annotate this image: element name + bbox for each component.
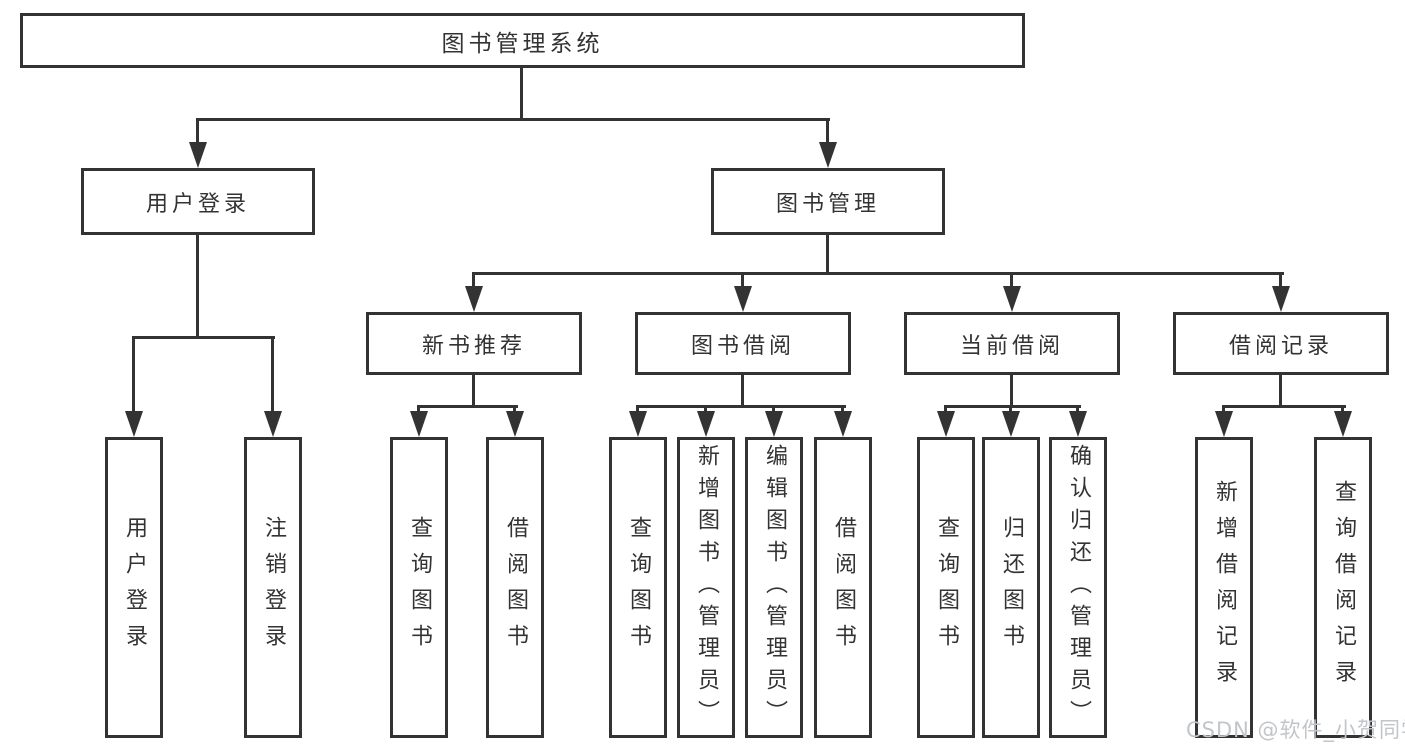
connector-newbook-stem [472,375,475,408]
arrow-down-icon [410,411,428,437]
leaf-record-query-borrow-record: 查询借阅记录 [1314,437,1372,738]
leaf-current-query-books: 查询图书 [917,437,975,738]
connector-level2-rail [196,118,830,121]
connector-current-stem [1010,375,1013,408]
connector-user-login-drop [196,118,199,148]
arrow-down-icon [506,411,524,437]
leaf-newbook-query-books: 查询图书 [390,437,448,738]
node-current-borrowing: 当前借阅 [904,312,1120,375]
csdn-watermark: CSDN @软件_小贺同学 [1186,718,1405,742]
connector-user-login-rail [132,336,275,339]
node-book-management: 图书管理 [711,168,945,235]
node-root: 图书管理系统 [20,13,1025,68]
node-book-borrowing: 图书借阅 [635,312,851,375]
connector-level3-rail [472,272,1284,275]
connector-level3-drop [472,272,475,292]
leaf-newbook-borrow-books: 借阅图书 [486,437,544,738]
arrow-down-icon [1272,286,1290,312]
arrow-down-icon [465,286,483,312]
arrow-down-icon [834,411,852,437]
arrow-down-icon [734,286,752,312]
connector-root-stem [520,68,523,121]
arrow-down-icon [264,411,282,437]
connector-book-mgmt-drop [826,118,829,148]
connector-records-stem [1279,375,1282,408]
arrow-down-icon [1002,411,1020,437]
leaf-borrow-query-books: 查询图书 [609,437,667,738]
leaf-borrow-add-books-admin: 新增图书（管理员） [677,437,735,738]
leaf-borrow-borrow-books: 借阅图书 [814,437,872,738]
leaf-record-add-borrow-record: 新增借阅记录 [1195,437,1253,738]
arrow-down-icon [1003,286,1021,312]
connector-bookborrow-stem [741,375,744,408]
connector-records-rail [1222,405,1346,408]
arrow-down-icon [819,142,837,168]
arrow-down-icon [629,411,647,437]
leaf-logout: 注销登录 [244,437,302,738]
connector-current-rail [944,405,1081,408]
node-user-login: 用户登录 [81,168,315,235]
leaf-user-login: 用户登录 [105,437,163,738]
node-new-book-recommendation: 新书推荐 [366,312,582,375]
arrow-down-icon [1334,411,1352,437]
connector-leaf-drop [271,336,274,416]
arrow-down-icon [697,411,715,437]
connector-level3-drop [741,272,744,292]
arrow-down-icon [937,411,955,437]
connector-book-mgmt-stem [826,235,829,275]
arrow-down-icon [1069,411,1087,437]
leaf-current-confirm-return-admin: 确认归还（管理员） [1049,437,1107,738]
leaf-current-return-books: 归还图书 [982,437,1040,738]
arrow-down-icon [125,411,143,437]
connector-bookborrow-rail [636,405,846,408]
arrow-down-icon [189,142,207,168]
connector-user-login-stem [196,235,199,339]
connector-level3-drop [1279,272,1282,292]
connector-leaf-drop [132,336,135,416]
connector-newbook-rail [417,405,518,408]
leaf-borrow-edit-books-admin: 编辑图书（管理员） [745,437,803,738]
arrow-down-icon [1215,411,1233,437]
node-borrowing-records: 借阅记录 [1173,312,1389,375]
arrow-down-icon [765,411,783,437]
connector-level3-drop [1010,272,1013,292]
